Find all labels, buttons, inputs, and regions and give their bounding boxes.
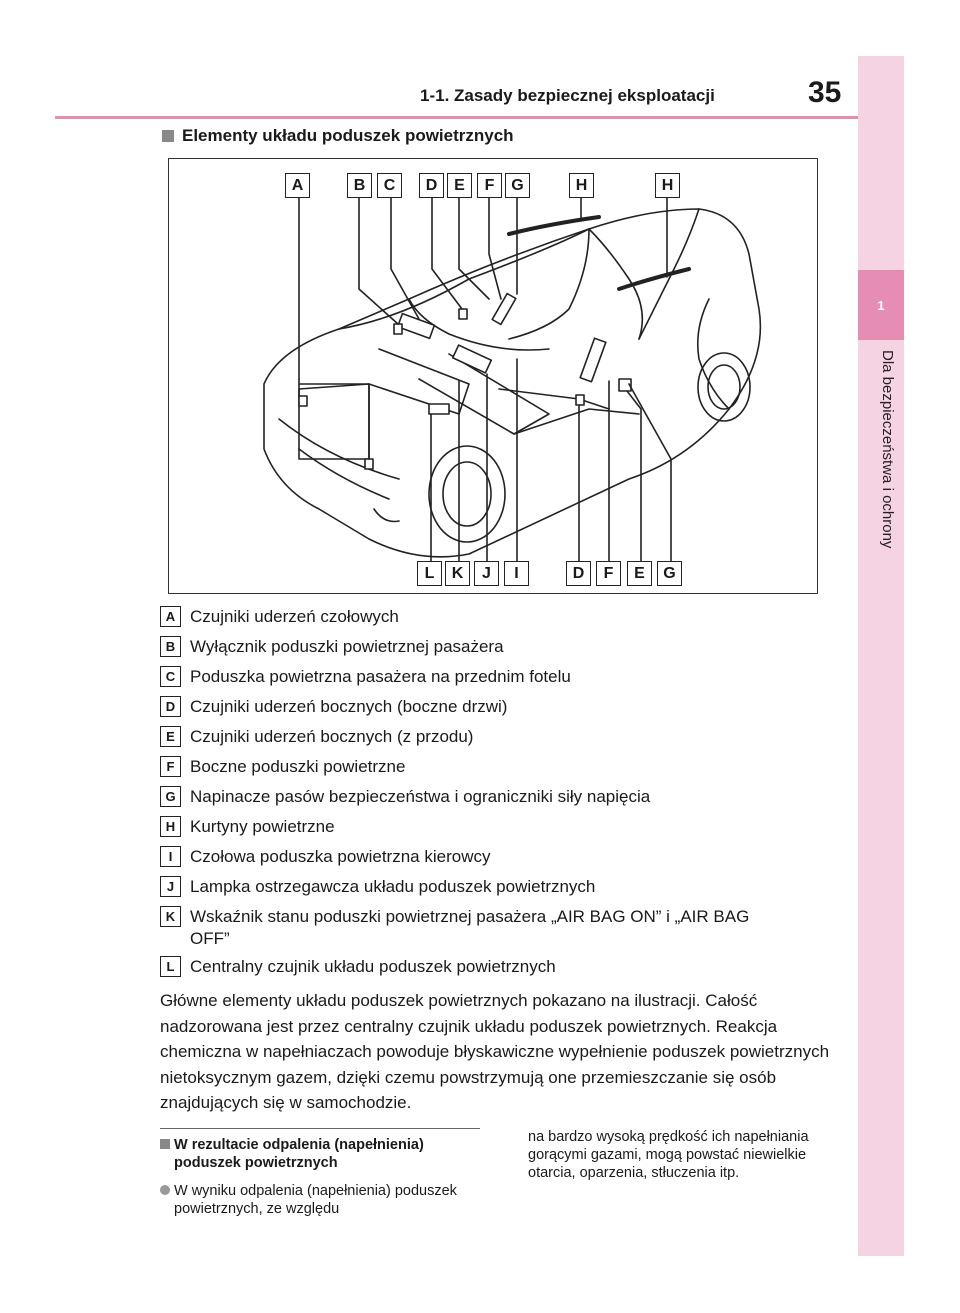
note-bullet: W wyniku odpalenia (napełnienia) podusze… xyxy=(160,1182,480,1218)
legend-item: I Czołowa poduszka powietrzna kierowcy xyxy=(160,843,820,873)
legend-text: Centralny czujnik układu poduszek powiet… xyxy=(190,957,556,976)
airbag-diagram: A B C D E F G H H L K J I D F E G xyxy=(168,158,818,594)
header-rule xyxy=(55,116,858,119)
legend-text: Boczne poduszki powietrzne xyxy=(190,757,406,776)
diagram-label-k: K xyxy=(445,561,470,586)
legend-text: Kurtyny powietrzne xyxy=(190,817,335,836)
legend-text: Czujniki uderzeń czołowych xyxy=(190,607,399,626)
diagram-label-e: E xyxy=(627,561,652,586)
diagram-label-c: C xyxy=(377,173,402,198)
legend-key: D xyxy=(160,696,181,717)
running-header: 1-1. Zasady bezpiecznej eksploatacji xyxy=(420,86,715,105)
square-bullet-icon xyxy=(160,1139,170,1149)
legend-text: Wskaźnik stanu poduszki powietrznej pasa… xyxy=(190,907,750,948)
chapter-label: Dla bezpieczeństwa i ochrony xyxy=(879,350,896,549)
body-paragraph: Główne elementy układu poduszek powietrz… xyxy=(160,991,830,1112)
chapter-tab[interactable]: 1 xyxy=(858,270,904,340)
diagram-label-e: E xyxy=(447,173,472,198)
diagram-label-d: D xyxy=(419,173,444,198)
diagram-label-g: G xyxy=(505,173,530,198)
diagram-label-b: B xyxy=(347,173,372,198)
legend-key: B xyxy=(160,636,181,657)
diagram-label-h: H xyxy=(655,173,680,198)
legend-key: A xyxy=(160,606,181,627)
section-title: Elementy układu poduszek powietrznych xyxy=(182,126,514,145)
legend-key: I xyxy=(160,846,181,867)
legend-key: C xyxy=(160,666,181,687)
diagram-label-f: F xyxy=(477,173,502,198)
legend-item: L Centralny czujnik układu poduszek powi… xyxy=(160,953,820,983)
note-heading: W rezultacie odpalenia (napełnienia) pod… xyxy=(160,1136,480,1172)
legend-text: Napinacze pasów bezpieczeństwa i ogranic… xyxy=(190,787,651,806)
square-bullet-icon xyxy=(162,130,174,142)
legend-text: Wyłącznik poduszki powietrznej pasażera xyxy=(190,637,504,656)
legend-item: A Czujniki uderzeń czołowych xyxy=(160,603,820,633)
car-illustration xyxy=(263,188,762,565)
legend-key: E xyxy=(160,726,181,747)
legend-item: J Lampka ostrzegawcza układu poduszek po… xyxy=(160,873,820,903)
legend-text: Czujniki uderzeń bocznych (boczne drzwi) xyxy=(190,697,508,716)
diagram-label-g: G xyxy=(657,561,682,586)
legend-item: C Poduszka powietrzna pasażera na przedn… xyxy=(160,663,820,693)
legend-text: Lampka ostrzegawcza układu poduszek powi… xyxy=(190,877,596,896)
note-bullet-text: W wyniku odpalenia (napełnienia) podusze… xyxy=(174,1183,457,1217)
note-heading-text: W rezultacie odpalenia (napełnienia) pod… xyxy=(174,1137,424,1171)
side-tab-strip xyxy=(858,56,904,1256)
section-heading: Elementy układu poduszek powietrznych xyxy=(162,126,514,146)
legend-key: G xyxy=(160,786,181,807)
legend-item: E Czujniki uderzeń bocznych (z przodu) xyxy=(160,723,820,753)
legend-item: K Wskaźnik stanu poduszki powietrznej pa… xyxy=(160,903,820,953)
legend-key: L xyxy=(160,956,181,977)
legend-text: Czołowa poduszka powietrzna kierowcy xyxy=(190,847,491,866)
circle-bullet-icon xyxy=(160,1185,170,1195)
legend-item: F Boczne poduszki powietrzne xyxy=(160,753,820,783)
diagram-label-h: H xyxy=(569,173,594,198)
diagram-label-d: D xyxy=(566,561,591,586)
diagram-label-j: J xyxy=(474,561,499,586)
diagram-label-i: I xyxy=(504,561,529,586)
legend-item: D Czujniki uderzeń bocznych (boczne drzw… xyxy=(160,693,820,723)
legend-item: G Napinacze pasów bezpieczeństwa i ogran… xyxy=(160,783,820,813)
note-continuation: na bardzo wysoką prędkość ich napełniani… xyxy=(528,1129,809,1181)
legend-item: B Wyłącznik poduszki powietrznej pasażer… xyxy=(160,633,820,663)
diagram-label-f: F xyxy=(596,561,621,586)
legend-key: K xyxy=(160,906,181,927)
legend-key: F xyxy=(160,756,181,777)
legend-text: Poduszka powietrzna pasażera na przednim… xyxy=(190,667,571,686)
diagram-label-a: A xyxy=(285,173,310,198)
diagram-legend: A Czujniki uderzeń czołowych B Wyłącznik… xyxy=(160,603,820,983)
legend-item: H Kurtyny powietrzne xyxy=(160,813,820,843)
legend-key: J xyxy=(160,876,181,897)
page-number: 35 xyxy=(808,76,842,109)
diagram-label-l: L xyxy=(417,561,442,586)
legend-key: H xyxy=(160,816,181,837)
legend-text: Czujniki uderzeń bocznych (z przodu) xyxy=(190,727,474,746)
note-rule xyxy=(160,1128,480,1129)
